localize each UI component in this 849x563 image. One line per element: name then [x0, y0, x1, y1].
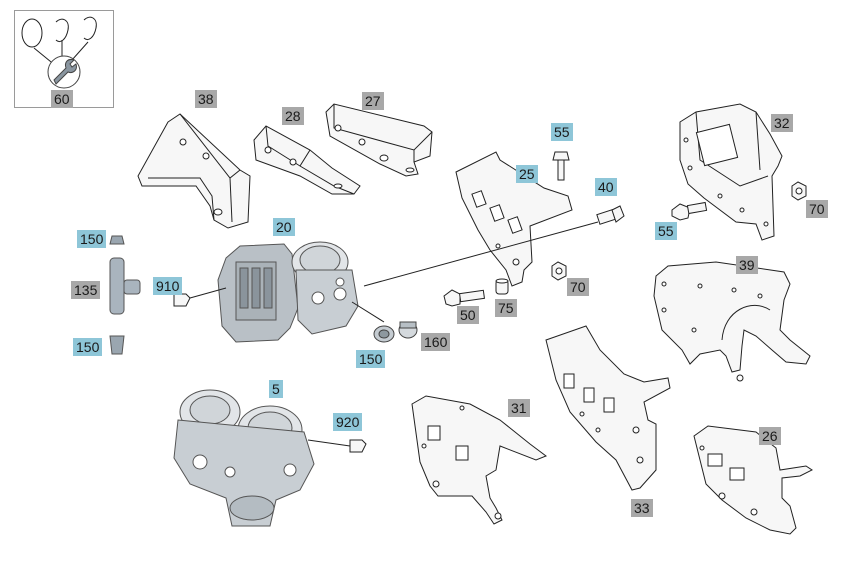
bolt-55-top-drawing [552, 151, 570, 181]
part-label-150-cap-top[interactable]: 150 [77, 230, 107, 248]
part-label-75[interactable]: 75 [495, 299, 517, 317]
part-label-40[interactable]: 40 [595, 178, 617, 196]
part-label-25[interactable]: 25 [516, 165, 538, 183]
part-label-31[interactable]: 31 [508, 399, 530, 417]
wrench-icon [53, 59, 77, 85]
part-label-60[interactable]: 60 [51, 90, 73, 108]
bolt-40-drawing [596, 205, 625, 225]
bracket-28-drawing [253, 125, 361, 195]
valve-20-drawing [217, 241, 359, 343]
plate-31-drawing [411, 395, 548, 525]
seal-kit-drawing [21, 16, 97, 89]
part-label-135[interactable]: 135 [71, 281, 101, 299]
part-label-32[interactable]: 32 [771, 114, 793, 132]
nut-70-middle-drawing [551, 261, 567, 281]
bracket-38-drawing [137, 113, 251, 229]
part-label-5[interactable]: 5 [269, 380, 283, 398]
part-label-150-cap-bottom[interactable]: 150 [73, 338, 103, 356]
part-label-33[interactable]: 33 [631, 499, 653, 517]
part-label-150-plug[interactable]: 150 [356, 350, 386, 368]
part-label-920[interactable]: 920 [333, 413, 363, 431]
plate-39-drawing [653, 261, 811, 382]
bolt-50-drawing [443, 289, 486, 307]
part-label-70-middle[interactable]: 70 [567, 278, 589, 296]
part-label-28[interactable]: 28 [282, 107, 304, 125]
part-label-39[interactable]: 39 [736, 256, 758, 274]
fitting-920-drawing [349, 439, 367, 453]
part-label-27[interactable]: 27 [362, 92, 384, 110]
tee-fitting-135-drawing [109, 235, 141, 355]
bracket-27-drawing [325, 103, 433, 177]
fitting-910-drawing [173, 293, 191, 307]
bracket-32-drawing [679, 103, 783, 241]
part-label-26[interactable]: 26 [759, 427, 781, 445]
valve-5-drawing [173, 389, 315, 527]
part-label-38[interactable]: 38 [195, 90, 217, 108]
plug-150-drawing [373, 325, 395, 343]
plate-26-drawing [693, 425, 813, 535]
part-label-55-top[interactable]: 55 [551, 123, 573, 141]
nut-70-right-drawing [791, 181, 807, 201]
bolt-55-right-drawing [671, 201, 708, 221]
spacer-75-drawing [495, 278, 509, 295]
plug-160-drawing [398, 321, 418, 339]
part-label-20[interactable]: 20 [273, 218, 295, 236]
plate-33-drawing [545, 325, 671, 491]
part-label-50[interactable]: 50 [457, 306, 479, 324]
part-label-70-right[interactable]: 70 [806, 200, 828, 218]
part-label-160[interactable]: 160 [421, 333, 451, 351]
part-label-55-right[interactable]: 55 [655, 222, 677, 240]
part-label-910[interactable]: 910 [153, 277, 183, 295]
